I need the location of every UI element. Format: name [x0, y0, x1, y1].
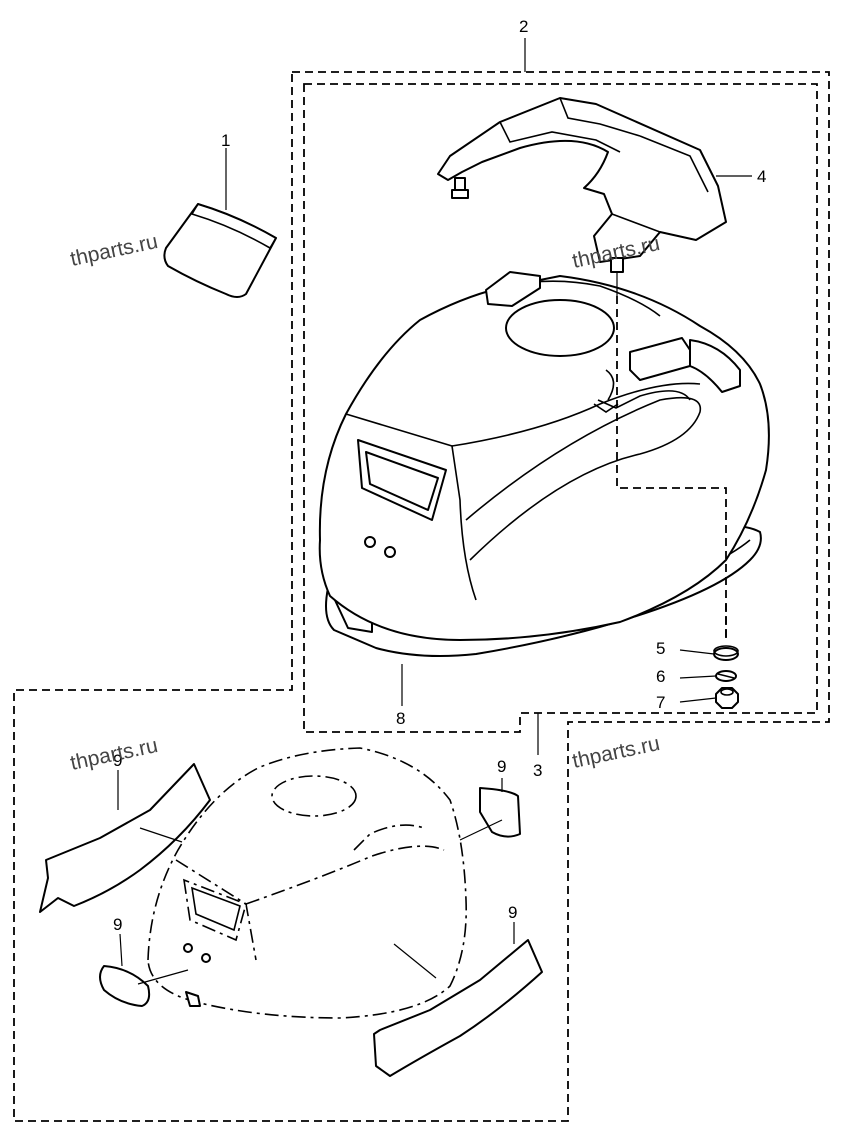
callout-9b: 9 — [497, 757, 506, 776]
callout-1: 1 — [221, 131, 230, 150]
cover-bolt — [610, 257, 624, 296]
callout-9c: 9 — [113, 915, 122, 934]
main-top-cowling — [318, 271, 770, 657]
watermark-1: thparts.ru — [68, 230, 160, 271]
part-9-decal-side — [479, 787, 521, 838]
part-7-nut — [715, 687, 739, 709]
leader-5 — [679, 649, 715, 655]
part-1-top-decal — [163, 203, 278, 298]
watermark-4: thparts.ru — [570, 732, 662, 773]
leader-7 — [679, 697, 717, 703]
callout-7: 7 — [656, 693, 665, 712]
lower-phantom-cowling — [147, 747, 467, 1019]
leader-9d-b — [393, 943, 437, 979]
part-9-decal-left — [39, 763, 211, 913]
group-2-inner-box — [303, 83, 818, 733]
callout-2: 2 — [519, 17, 528, 36]
part-5-washer — [713, 645, 739, 661]
leader-6 — [679, 675, 717, 679]
callout-5: 5 — [656, 639, 665, 658]
leader-9a-b — [139, 827, 183, 843]
leader-9c — [119, 933, 123, 967]
group-2-outer-box — [13, 71, 830, 1122]
callout-9a: 9 — [113, 751, 122, 770]
fastener-connector — [616, 296, 727, 640]
part-9-decal-right — [373, 939, 543, 1077]
part-9-decal-front — [99, 965, 151, 1007]
leader-9c-b — [137, 969, 189, 985]
callout-9d: 9 — [508, 903, 517, 922]
callout-6: 6 — [656, 667, 665, 686]
part-4-upper-cover — [437, 97, 727, 263]
callout-8: 8 — [396, 709, 405, 728]
leader-9b-b — [459, 819, 503, 841]
part-6-spring-washer — [715, 670, 737, 682]
callout-4: 4 — [757, 167, 766, 186]
callout-3: 3 — [533, 761, 542, 780]
